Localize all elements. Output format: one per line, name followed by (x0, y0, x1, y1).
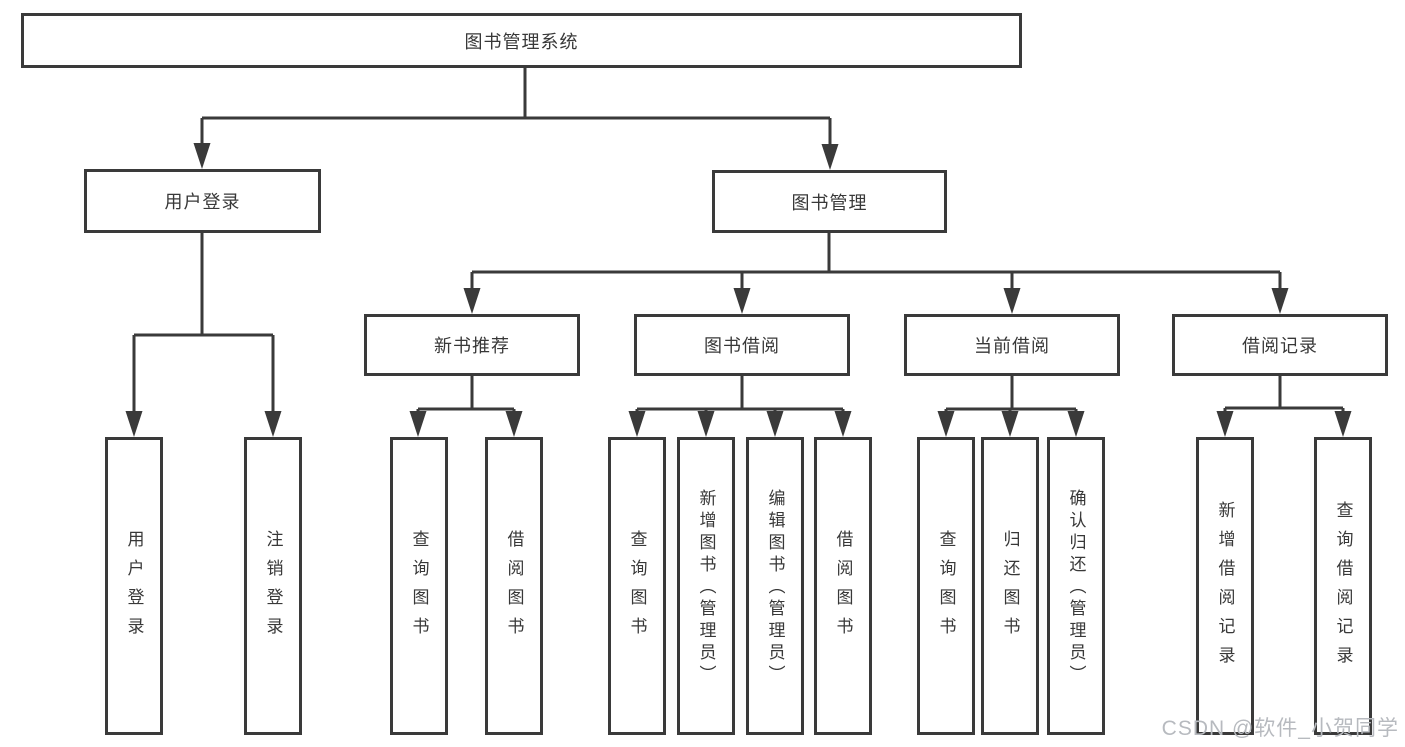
leaf-return-books: 归还图书 (981, 437, 1039, 735)
leaf-query-borrow-record: 查询借阅记录 (1314, 437, 1372, 735)
leaf-edit-books-admin: 编辑图书（管理员） (746, 437, 804, 735)
node-book-borrow: 图书借阅 (634, 314, 850, 376)
leaf-borrow-books-recommend: 借阅图书 (485, 437, 543, 735)
node-current-borrow: 当前借阅 (904, 314, 1120, 376)
node-borrow-records: 借阅记录 (1172, 314, 1388, 376)
leaf-query-books-borrow: 查询图书 (608, 437, 666, 735)
leaf-user-login: 用户登录 (105, 437, 163, 735)
node-new-book-recommend: 新书推荐 (364, 314, 580, 376)
node-library-system: 图书管理系统 (21, 13, 1022, 68)
node-user-login: 用户登录 (84, 169, 321, 233)
leaf-add-books-admin: 新增图书（管理员） (677, 437, 735, 735)
node-book-management: 图书管理 (712, 170, 947, 233)
leaf-confirm-return-admin: 确认归还（管理员） (1047, 437, 1105, 735)
leaf-query-books-recommend: 查询图书 (390, 437, 448, 735)
leaf-add-borrow-record: 新增借阅记录 (1196, 437, 1254, 735)
leaf-borrow-books: 借阅图书 (814, 437, 872, 735)
leaf-logout: 注销登录 (244, 437, 302, 735)
leaf-query-books-current: 查询图书 (917, 437, 975, 735)
